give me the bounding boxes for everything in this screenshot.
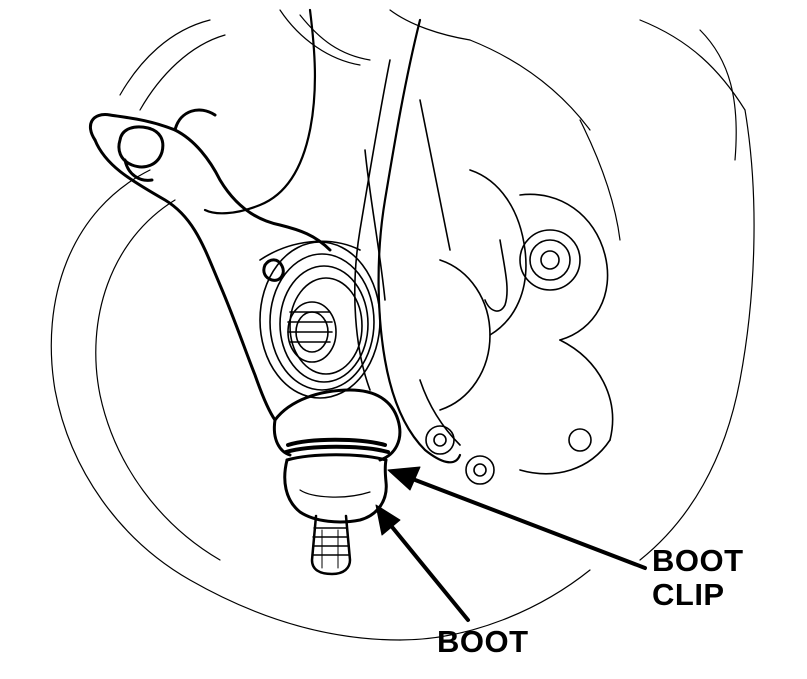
boot-label: BOOT — [437, 624, 529, 659]
arrow-boot-clip — [387, 466, 647, 570]
lower-control-arm — [89, 108, 332, 422]
boot-clip-label: BOOT CLIP — [652, 544, 744, 612]
ball-joint-housing — [272, 388, 402, 462]
ball-joint-stud — [310, 514, 352, 576]
wheel-outline — [50, 169, 591, 641]
rubber-boot — [283, 458, 388, 524]
arrow-boot — [375, 504, 470, 622]
boot-clip-label-line1: BOOT — [652, 543, 744, 578]
cv-joint — [259, 149, 386, 399]
sensor-cable — [203, 8, 462, 464]
steering-knuckle — [354, 59, 614, 485]
boot-clip — [284, 437, 390, 462]
boot-clip-label-line2: CLIP — [652, 577, 725, 612]
strut-tower — [119, 9, 755, 561]
